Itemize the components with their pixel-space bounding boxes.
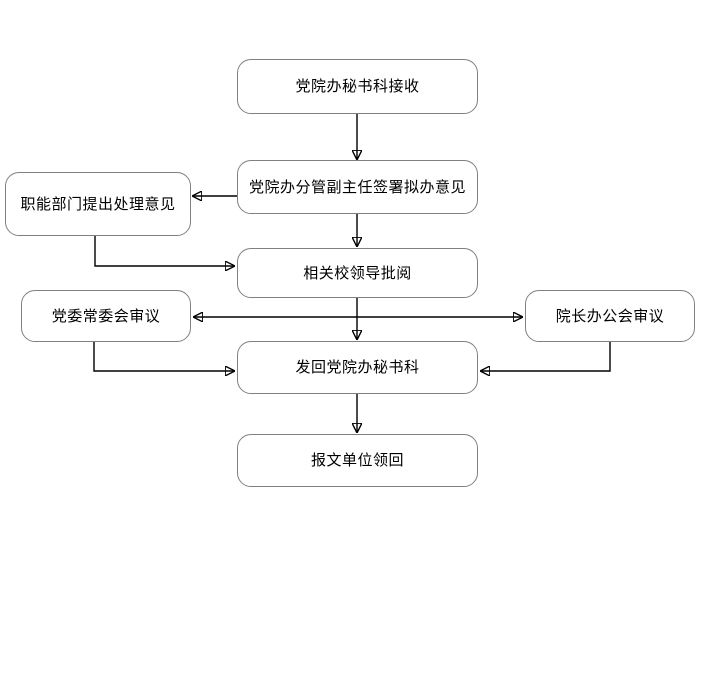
node-return-label: 发回党院办秘书科 bbox=[295, 358, 420, 376]
node-receive[interactable]: 党院办秘书科接收 bbox=[237, 59, 478, 114]
node-party-committee-label: 党委常委会审议 bbox=[51, 306, 161, 325]
node-return[interactable]: 发回党院办秘书科 bbox=[237, 341, 478, 394]
node-pickup-label: 报文单位领回 bbox=[310, 451, 404, 469]
node-president-office[interactable]: 院长办公会审议 bbox=[525, 290, 695, 342]
node-party-committee[interactable]: 党委常委会审议 bbox=[21, 290, 191, 342]
node-department-label: 职能部门提出处理意见 bbox=[20, 194, 176, 213]
node-review[interactable]: 相关校领导批阅 bbox=[237, 248, 478, 298]
node-department[interactable]: 职能部门提出处理意见 bbox=[5, 172, 191, 236]
node-receive-label: 党院办秘书科接收 bbox=[295, 77, 420, 95]
node-president-office-label: 院长办公会审议 bbox=[555, 306, 665, 325]
edge-department-to-review bbox=[94, 236, 234, 266]
node-sign-label: 党院办分管副主任签署拟办意见 bbox=[248, 177, 466, 196]
edge-president-to-return bbox=[481, 342, 611, 371]
node-pickup[interactable]: 报文单位领回 bbox=[237, 434, 478, 487]
edge-party-to-return bbox=[93, 342, 234, 371]
node-sign[interactable]: 党院办分管副主任签署拟办意见 bbox=[237, 160, 478, 214]
node-review-label: 相关校领导批阅 bbox=[303, 263, 412, 282]
